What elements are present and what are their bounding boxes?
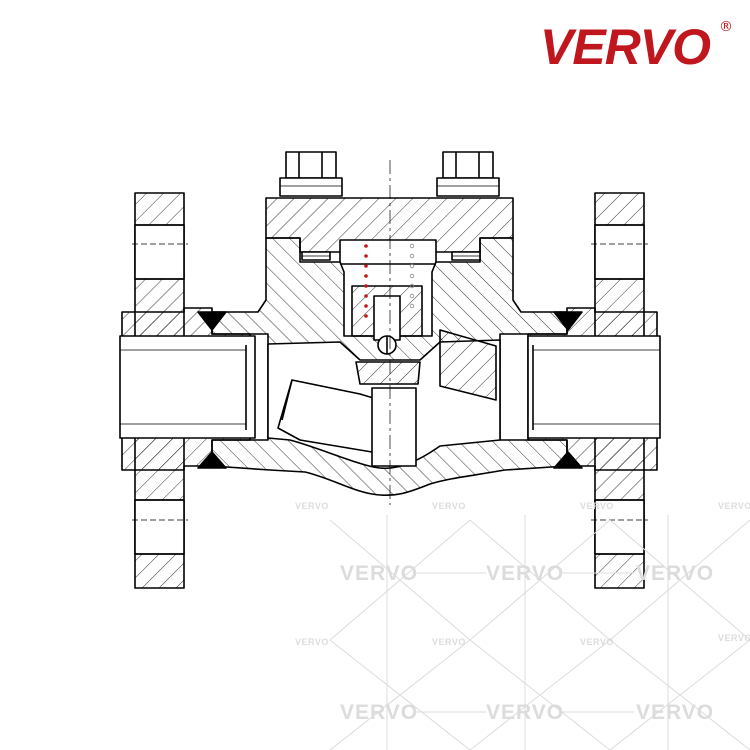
brand-logo: VERVO [540, 19, 711, 75]
flow-bore [119, 335, 256, 439]
bonnet-bolt-left [279, 151, 343, 197]
flow-bore-right [527, 335, 661, 439]
disc-arm [355, 361, 421, 385]
registered-mark: ® [719, 19, 733, 35]
seat-ring [439, 329, 497, 401]
watermark-lines [329, 515, 750, 750]
disc-hanger [371, 387, 417, 467]
hinge-thread-marks [364, 244, 368, 318]
weld-bottom-right [553, 451, 583, 469]
weld-bottom-left [197, 451, 227, 469]
weld-top-left [197, 311, 227, 331]
weld-top-right [553, 311, 583, 331]
bonnet-bolt-right [436, 151, 500, 197]
hinge-thread-marks-right [409, 243, 415, 309]
